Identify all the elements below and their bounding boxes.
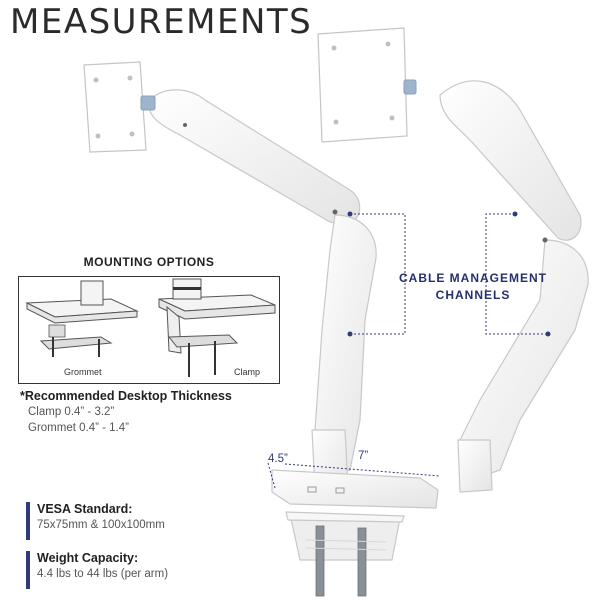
vesa-accent-bar bbox=[26, 502, 30, 540]
cable-management-label: CABLE MANAGEMENT CHANNELS bbox=[398, 270, 548, 304]
thickness-title: *Recommended Desktop Thickness bbox=[20, 389, 232, 403]
weight-accent-bar bbox=[26, 551, 30, 589]
clamp-thickness: Clamp 0.4” - 3.2” bbox=[28, 406, 115, 418]
width-dimension: 7” bbox=[358, 450, 369, 462]
mounting-options-title: MOUNTING OPTIONS bbox=[83, 255, 215, 269]
weight-title: Weight Capacity: bbox=[37, 551, 139, 565]
mounting-options-diagram bbox=[25, 278, 276, 377]
clamp-caption: Clamp bbox=[234, 367, 261, 377]
vesa-value: 75x75mm & 100x100mm bbox=[37, 519, 165, 531]
weight-value: 4.4 lbs to 44 lbs (per arm) bbox=[37, 568, 169, 580]
grommet-caption: Grommet bbox=[64, 367, 102, 377]
grommet-illustration bbox=[25, 280, 139, 357]
mounting-options-panel bbox=[18, 276, 280, 384]
cable-management-line2: CHANNELS bbox=[435, 288, 511, 302]
clamp-illustration bbox=[158, 278, 276, 377]
page-title: MEASUREMENTS bbox=[10, 2, 313, 42]
depth-dimension: 4.5” bbox=[268, 453, 288, 465]
vesa-title: VESA Standard: bbox=[37, 502, 133, 516]
cable-management-line1: CABLE MANAGEMENT bbox=[399, 271, 547, 285]
grommet-thickness: Grommet 0.4” - 1.4” bbox=[28, 422, 129, 434]
